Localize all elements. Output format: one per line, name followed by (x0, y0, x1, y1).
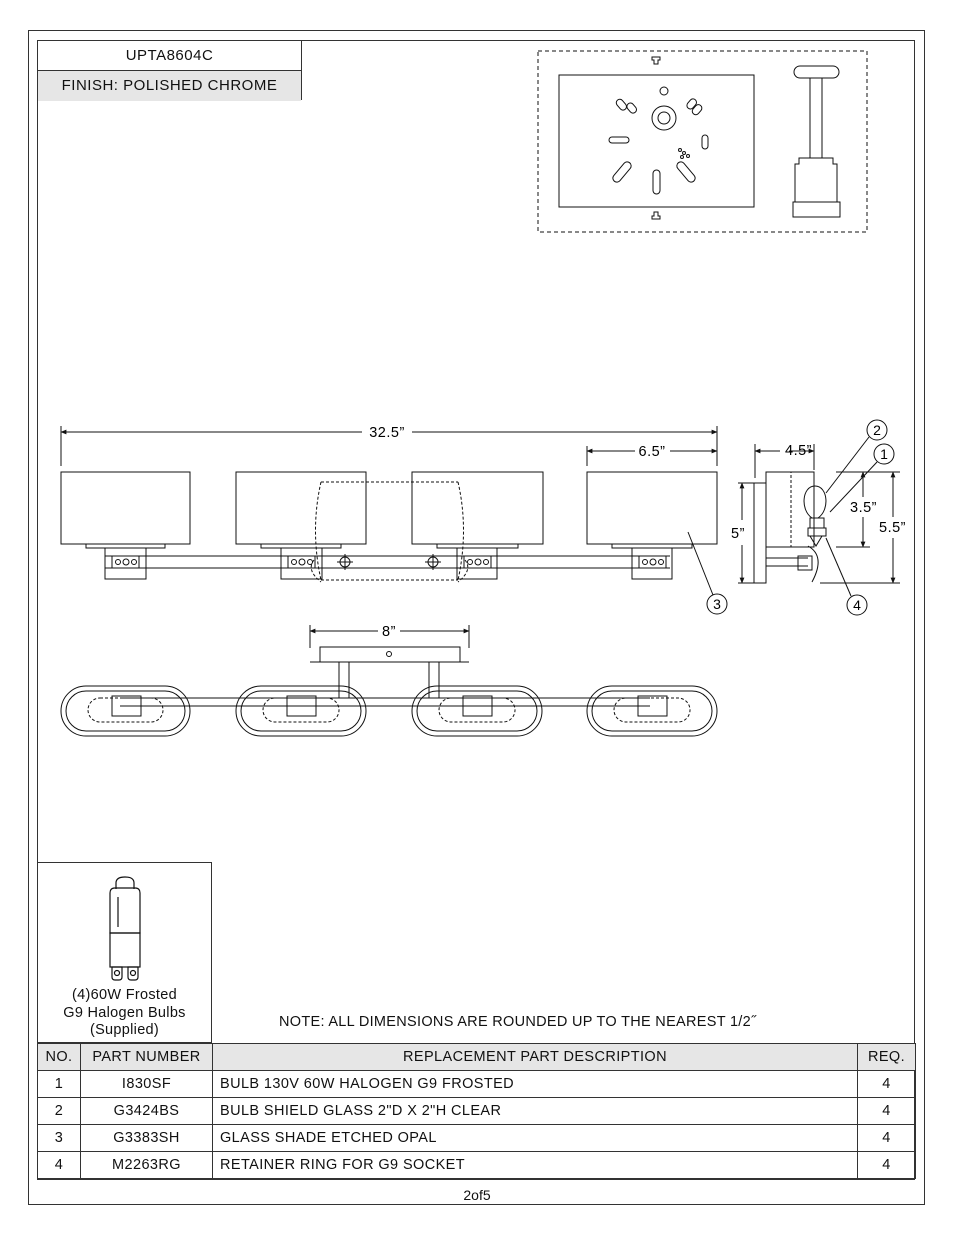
dim-side-depth: 4.5” (785, 443, 812, 459)
svg-text:3: 3 (713, 596, 721, 612)
table-header-row: NO. PART NUMBER REPLACEMENT PART DESCRIP… (37, 1043, 916, 1071)
table-row: 2 G3424BS BULB SHIELD GLASS 2"D X 2"H CL… (37, 1097, 916, 1125)
header-description: REPLACEMENT PART DESCRIPTION (212, 1043, 858, 1071)
header-part-number: PART NUMBER (80, 1043, 213, 1071)
model-number: UPTA8604C (38, 41, 301, 71)
cell-description: RETAINER RING FOR G9 SOCKET (212, 1151, 858, 1179)
cell-no: 3 (37, 1124, 81, 1152)
finish-label: FINISH: POLISHED CHROME (38, 71, 301, 101)
g9-bulb-icon (109, 876, 141, 981)
page-border-outer (28, 30, 925, 1205)
cell-part-number: G3424BS (80, 1097, 213, 1125)
callout-3: 3 (706, 593, 728, 615)
mounting-plate-detail (537, 50, 868, 233)
cell-req: 4 (857, 1124, 916, 1152)
svg-text:2: 2 (873, 422, 881, 438)
table-row: 3 G3383SH GLASS SHADE ETCHED OPAL 4 (37, 1124, 916, 1152)
cell-no: 2 (37, 1097, 81, 1125)
callout-2: 2 (866, 419, 888, 441)
svg-text:1: 1 (880, 446, 888, 462)
header-no: NO. (37, 1043, 81, 1071)
cell-description: BULB SHIELD GLASS 2"D X 2"H CLEAR (212, 1097, 858, 1125)
bulb-caption: (4)60W Frosted G9 Halogen Bulbs (Supplie… (38, 987, 211, 1040)
replacement-parts-table: NO. PART NUMBER REPLACEMENT PART DESCRIP… (37, 1043, 916, 1179)
cell-part-number: M2263RG (80, 1151, 213, 1179)
dim-side-height: 5” (731, 526, 745, 542)
cell-no: 4 (37, 1151, 81, 1179)
top-view (60, 625, 718, 737)
callout-1: 1 (873, 443, 895, 465)
dim-shade-height: 3.5” (850, 500, 877, 516)
cell-part-number: G3383SH (80, 1124, 213, 1152)
bulb-info-box: (4)60W Frosted G9 Halogen Bulbs (Supplie… (37, 862, 212, 1043)
dim-overall-width: 32.5” (369, 425, 405, 441)
callout-4: 4 (846, 594, 868, 616)
cell-req: 4 (857, 1097, 916, 1125)
cell-req: 4 (857, 1070, 916, 1098)
dim-shade-width: 6.5” (639, 444, 666, 460)
header-req: REQ. (857, 1043, 916, 1071)
bulb-caption-line-2: G9 Halogen Bulbs (63, 1004, 186, 1021)
cell-part-number: I830SF (80, 1070, 213, 1098)
page-border-inner (37, 40, 915, 1180)
title-block: UPTA8604C FINISH: POLISHED CHROME (37, 40, 302, 101)
page-number: 2of5 (463, 1187, 491, 1203)
cell-req: 4 (857, 1151, 916, 1179)
table-row: 4 M2263RG RETAINER RING FOR G9 SOCKET 4 (37, 1151, 916, 1179)
dimensions-note: NOTE: ALL DIMENSIONS ARE ROUNDED UP TO T… (279, 1014, 757, 1030)
side-view (738, 436, 900, 597)
cell-description: BULB 130V 60W HALOGEN G9 FROSTED (212, 1070, 858, 1098)
bulb-caption-line-1: (4)60W Frosted (72, 987, 177, 1003)
bulb-caption-line-3: (Supplied) (89, 1022, 160, 1038)
cell-no: 1 (37, 1070, 81, 1098)
table-row: 1 I830SF BULB 130V 60W HALOGEN G9 FROSTE… (37, 1070, 916, 1098)
dim-canopy-width: 8” (382, 624, 396, 640)
svg-text:4: 4 (853, 597, 861, 613)
cell-description: GLASS SHADE ETCHED OPAL (212, 1124, 858, 1152)
dim-overall-height: 5.5” (879, 520, 906, 536)
front-view (60, 426, 718, 596)
